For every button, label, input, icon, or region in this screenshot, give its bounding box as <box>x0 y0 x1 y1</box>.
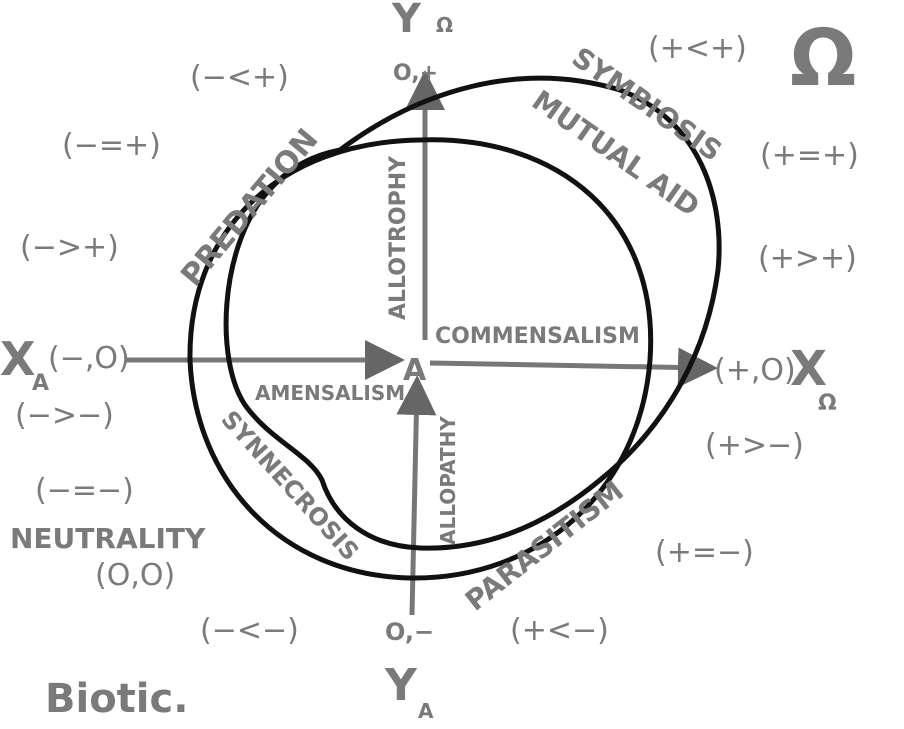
sign-left-4: (−=−) <box>35 473 134 508</box>
sign-top-left: (−<+) <box>190 60 289 95</box>
x-left-value: (−,O) <box>48 341 130 376</box>
x-right-subscript: Ω <box>818 391 837 416</box>
predation-label: PREDATION <box>174 122 325 293</box>
y-bottom-value: O,− <box>385 618 434 646</box>
x-left-subscript: A <box>32 371 49 396</box>
sign-left-2: (−>+) <box>20 230 119 265</box>
y-bottom-subscript: A <box>418 699 434 723</box>
sign-top-right: (+<+) <box>648 31 747 66</box>
x-right-label: X <box>790 341 827 397</box>
y-bottom-label: Y <box>384 660 418 711</box>
x-right-value: (+,O) <box>714 353 796 388</box>
commensalism-label: COMMENSALISM <box>435 324 640 349</box>
sign-left-3: (−>−) <box>15 398 114 433</box>
outer-relation-curve <box>187 137 654 581</box>
sign-left-1: (−=+) <box>62 128 161 163</box>
inner-relation-curve <box>223 75 722 551</box>
sign-right-3: (+>−) <box>705 428 804 463</box>
biotic-title: Biotic. <box>45 676 188 722</box>
sign-bottom-left: (−<−) <box>200 613 299 648</box>
mutual-aid-label: MUTUAL AID <box>526 84 706 224</box>
sign-right-1: (+=+) <box>760 138 859 173</box>
y-top-value: O,+ <box>393 61 438 86</box>
sign-bottom-right: (+<−) <box>510 613 609 648</box>
parasitism-label: PARASITISM <box>459 474 630 618</box>
sign-right-2: (+>+) <box>758 241 857 276</box>
allotrophy-label: ALLOTROPHY <box>386 155 411 320</box>
neutrality-label: NEUTRALITY <box>10 522 206 555</box>
x-axis-right <box>429 347 718 388</box>
neutrality-value: (O,O) <box>95 558 175 593</box>
amensalism-label: AMENSALISM <box>255 381 405 405</box>
y-top-label: Y <box>391 0 422 42</box>
omega-symbol: Ω <box>790 14 856 104</box>
y-top-subscript: Ω <box>436 13 453 37</box>
allopathy-label: ALLOPATHY <box>436 416 460 545</box>
origin-label: A <box>403 353 427 388</box>
x-left-label: X <box>0 332 35 386</box>
sign-right-4: (+=−) <box>655 535 754 570</box>
